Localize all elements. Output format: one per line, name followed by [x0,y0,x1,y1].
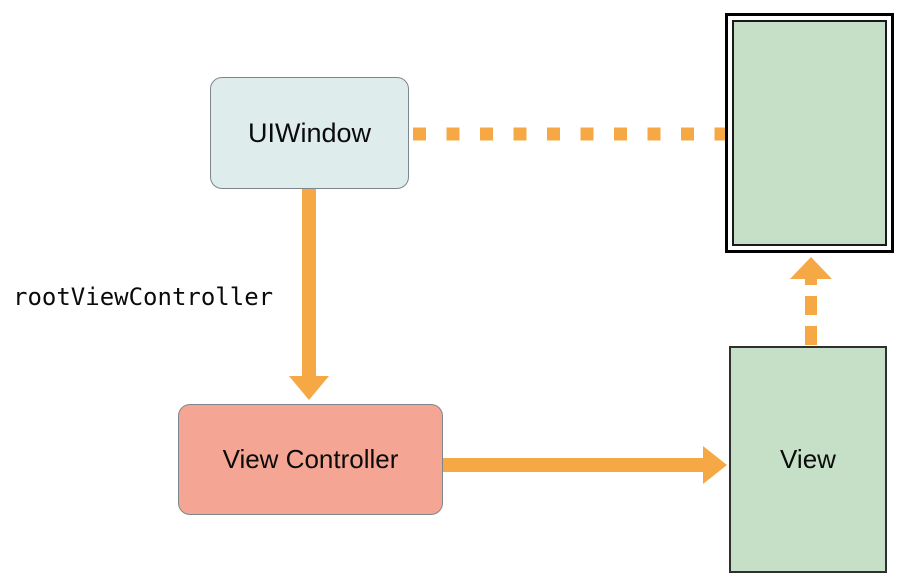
uiwindow-to-view-controller-arrow [289,189,329,400]
view-controller-label: View Controller [222,444,399,474]
view-controller-to-view-arrow [443,446,727,484]
uiwindow-label: UIWindow [247,117,372,148]
uiwindow-node: UIWindow [210,77,409,189]
root-view-controller-label: rootViewController [13,283,274,311]
view-node: View [729,346,887,573]
view-label: View [780,444,836,474]
view-controller-node: View Controller [178,404,443,515]
screen-content [732,20,887,246]
screen-node [725,13,894,253]
view-to-screen-arrow [790,257,832,345]
